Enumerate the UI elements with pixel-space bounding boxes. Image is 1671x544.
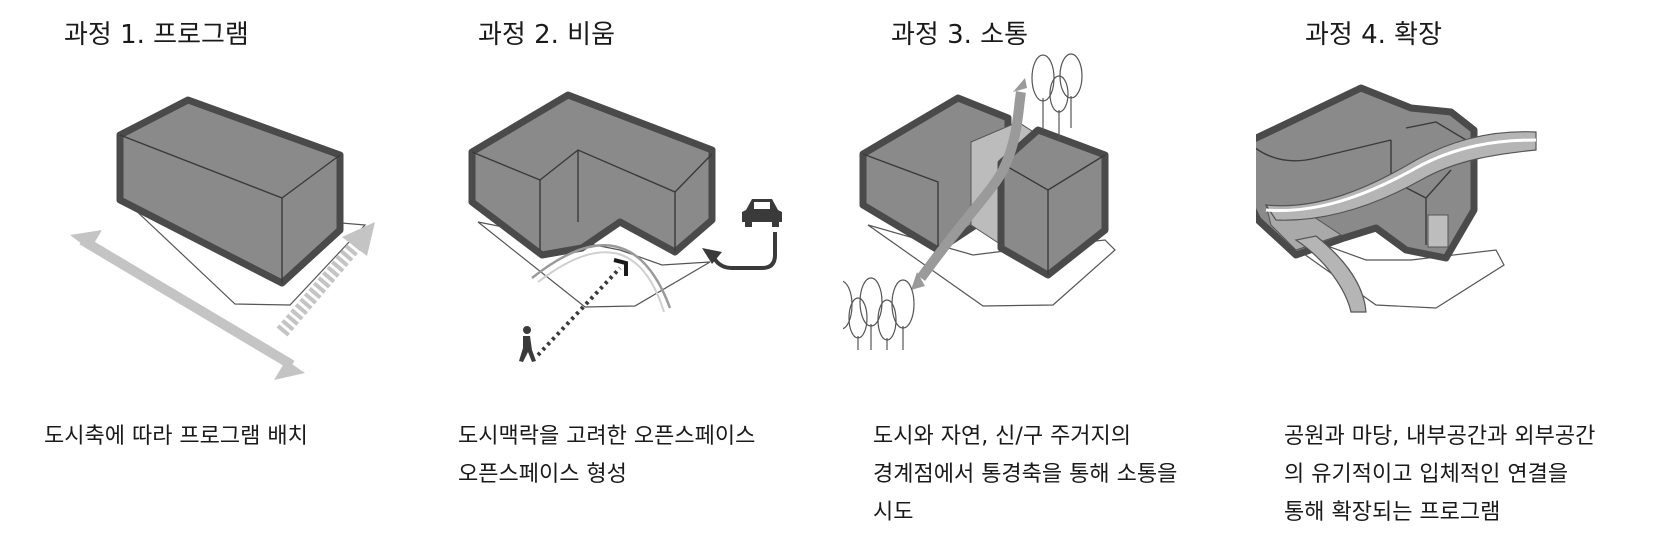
pedestrian-icon — [519, 326, 536, 362]
step-3-diagram — [843, 53, 1116, 350]
step-3-title: 과정 3. 소통 — [891, 20, 1029, 50]
step-2-panel: 과정 2. 비움 도시맥락을 고려한 오픈스페이스 오픈스페이스 형성 — [430, 0, 830, 544]
trees-icon-bottom — [843, 277, 915, 350]
right-volume — [997, 126, 1109, 279]
step-1-diagram — [70, 96, 375, 380]
step-3-caption: 도시와 자연, 신/구 주거지의 경계점에서 통경축을 통해 소통을 시도 — [873, 424, 1178, 525]
step-1-panel: 과정 1. 프로그램 도시축에 따라 프로그램 배치 — [20, 0, 420, 544]
step-1-title: 과정 1. 프로그램 — [64, 20, 249, 50]
trees-icon-top — [1031, 53, 1083, 140]
ground-path-band — [1294, 235, 1367, 313]
pedestrian-path — [536, 266, 622, 357]
step-4-diagram — [1256, 84, 1537, 313]
step-2-title: 과정 2. 비움 — [478, 20, 616, 50]
program-volume — [116, 96, 344, 287]
site-outline — [1256, 219, 1505, 309]
step-3-panel: 과정 3. 소통 도시와 자연, 신/구 주거지의 경 — [843, 0, 1243, 544]
city-axis-arrow — [70, 230, 305, 380]
step-2-diagram — [468, 91, 782, 362]
vehicle-route-arrow — [712, 232, 777, 270]
expanded-volume — [1256, 84, 1478, 262]
open-space-arc — [531, 244, 672, 309]
step-4-title: 과정 4. 확장 — [1305, 20, 1443, 50]
car-icon — [742, 199, 782, 227]
path-arrowhead — [613, 258, 628, 276]
step-4-caption: 공원과 마당, 내부공간과 외부공간 의 유기적이고 입체적인 연결을 통해 확… — [1284, 424, 1596, 525]
l-shaped-volume — [468, 91, 716, 259]
crosswalk-arrow — [276, 222, 375, 337]
view-corridor-arrow — [916, 91, 1026, 281]
step-4-panel: 과정 4. 확장 공원과 마당, 내부공간과 외부공간 의 유기적이고 입체적인… — [1256, 0, 1656, 544]
step-1-caption: 도시축에 따라 프로그램 배치 — [44, 424, 308, 449]
step-2-caption: 도시맥락을 고려한 오픈스페이스 오픈스페이스 형성 — [458, 424, 756, 487]
